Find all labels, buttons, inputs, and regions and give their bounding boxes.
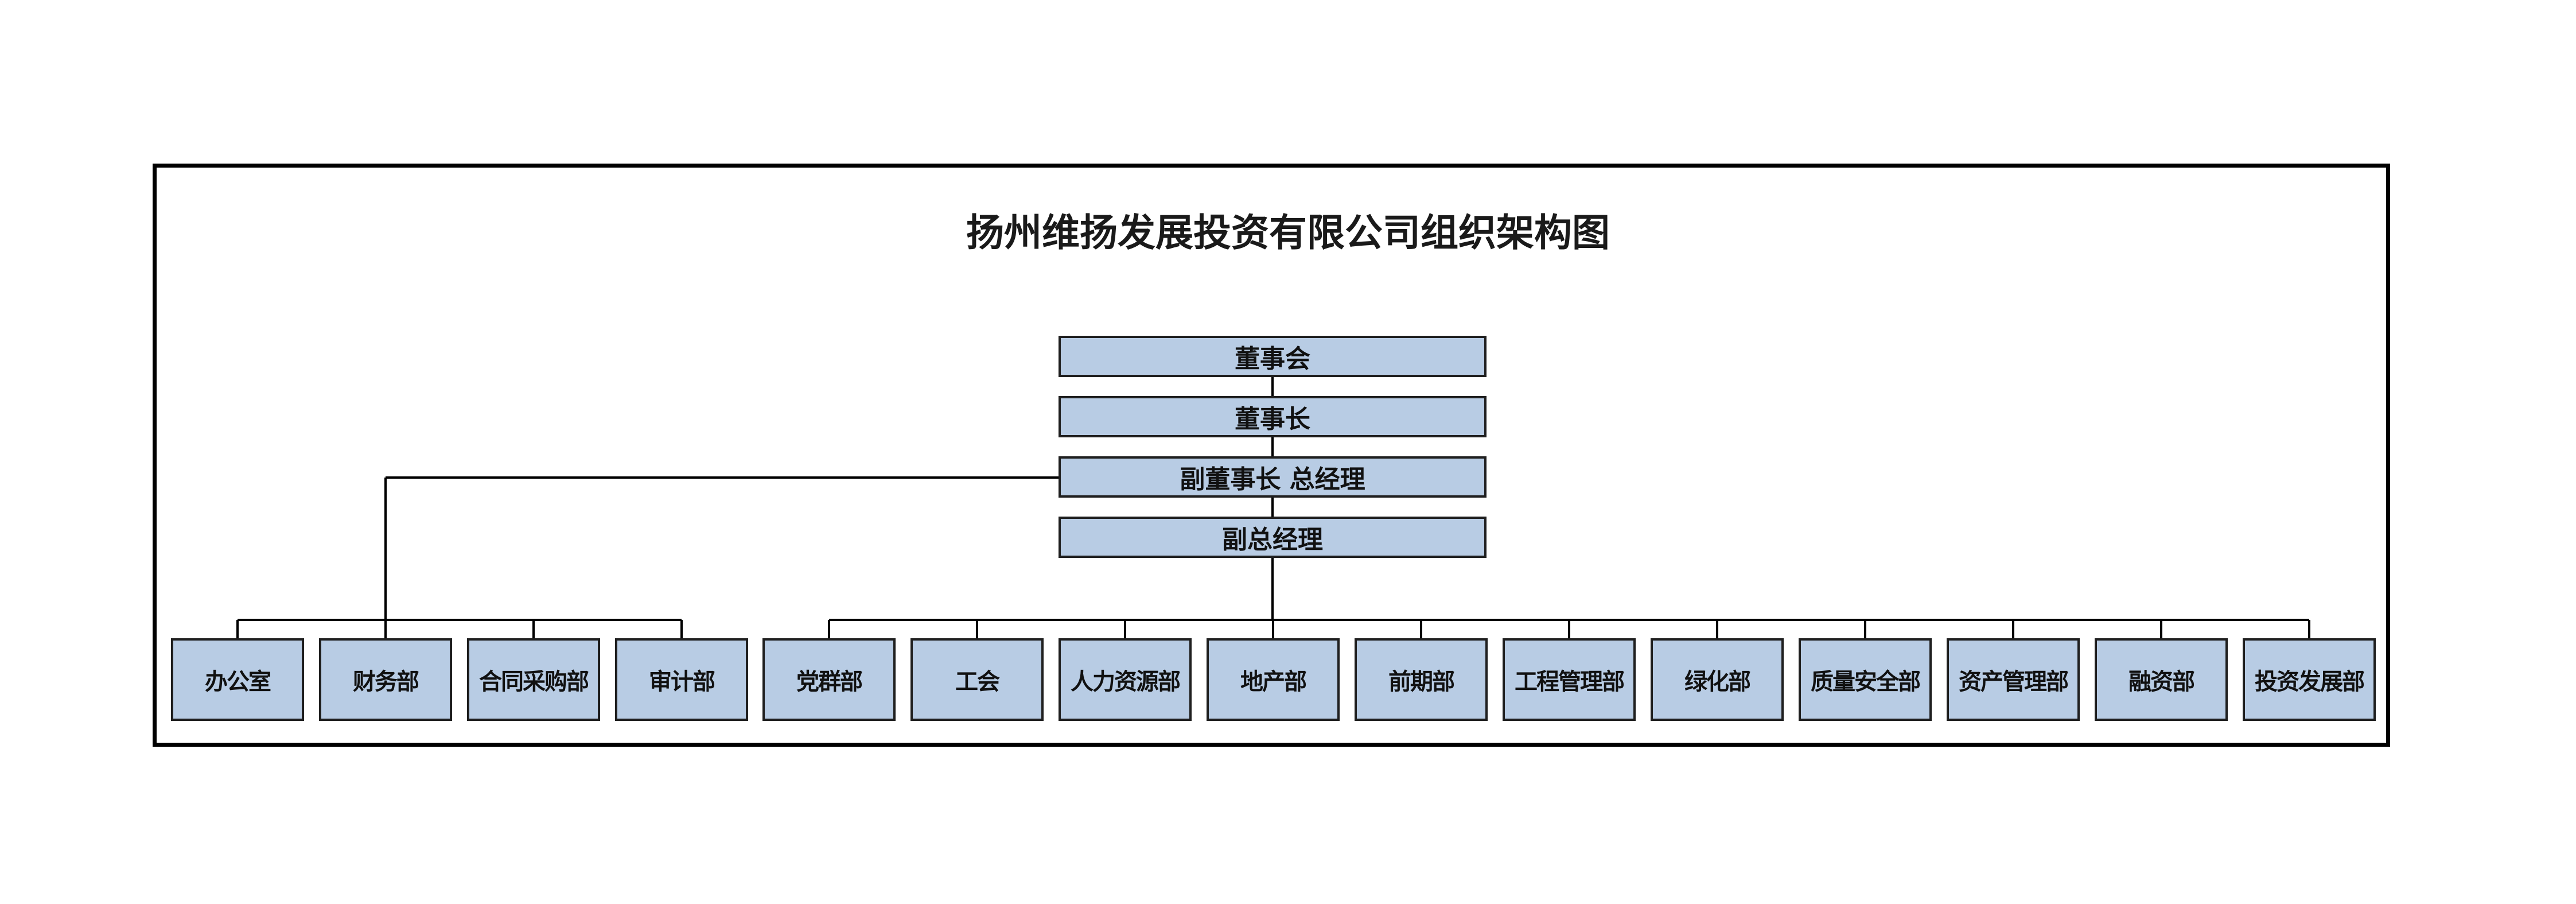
vice-chairman-general-manager-box: 副董事长 总经理 — [1059, 456, 1487, 498]
dept-box-greening: 绿化部 — [1651, 638, 1784, 721]
chart-title: 扬州维扬发展投资有限公司组织架构图 — [966, 210, 1610, 255]
dept-box-general-office: 办公室 — [171, 638, 304, 721]
dept-box-trade-union: 工会 — [910, 638, 1044, 721]
dept-box-audit: 审计部 — [615, 638, 748, 721]
board-of-directors-box: 董事会 — [1059, 336, 1487, 377]
dept-box-quality-safety: 质量安全部 — [1799, 638, 1932, 721]
dept-box-contract-procurement: 合同采购部 — [467, 638, 600, 721]
deputy-general-manager-box: 副总经理 — [1059, 517, 1487, 558]
chairman-box: 董事长 — [1059, 396, 1487, 437]
dept-box-party-affairs: 党群部 — [762, 638, 896, 721]
dept-box-investment-development: 投资发展部 — [2243, 638, 2376, 721]
dept-box-real-estate: 地产部 — [1207, 638, 1340, 721]
dept-box-financing: 融资部 — [2095, 638, 2228, 721]
dept-box-human-resources: 人力资源部 — [1059, 638, 1192, 721]
dept-box-engineering-management: 工程管理部 — [1503, 638, 1636, 721]
dept-box-preliminary: 前期部 — [1355, 638, 1488, 721]
dept-box-finance: 财务部 — [319, 638, 452, 721]
dept-box-asset-management: 资产管理部 — [1947, 638, 2080, 721]
